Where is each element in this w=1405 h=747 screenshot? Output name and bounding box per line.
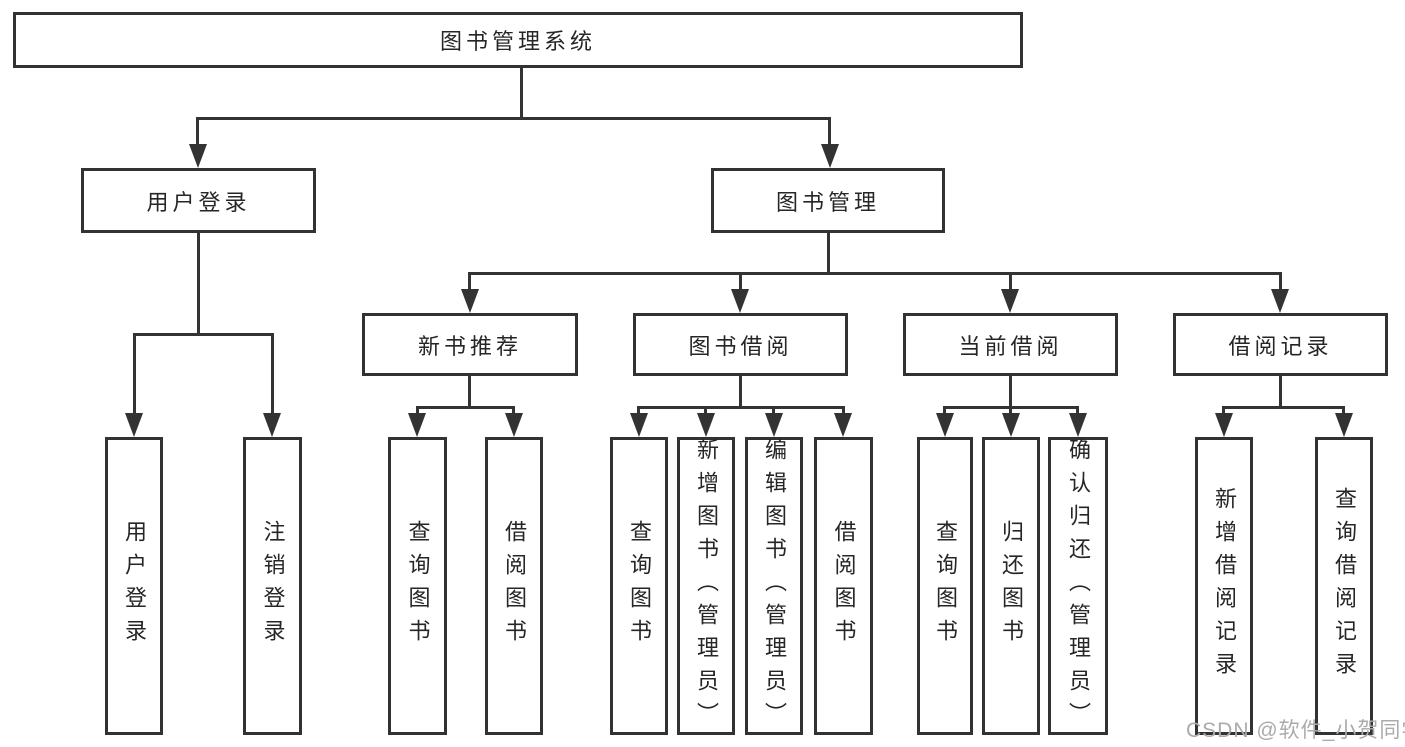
node-book-borrow-label: 图书借阅: [688, 333, 793, 359]
node-root-label: 图书管理系统: [439, 29, 596, 54]
connector-vline: [196, 117, 199, 146]
connector-vline: [704, 406, 707, 415]
arrowhead-down-icon: [1002, 413, 1020, 437]
node-new-book-recommend-label: 新书推荐: [417, 333, 522, 359]
connector-hline: [417, 406, 515, 409]
connector-vline: [1342, 406, 1345, 415]
node-borrow-record: 借阅记录: [1173, 313, 1388, 376]
connector-hline: [133, 333, 274, 336]
arrowhead-down-icon: [408, 413, 426, 437]
node-user-login: 用户登录: [81, 168, 316, 233]
arrowhead-down-icon: [1001, 289, 1019, 313]
arrowhead-down-icon: [505, 413, 523, 437]
leaf-user-login-label: 用户登录: [122, 520, 147, 652]
node-book-borrow: 图书借阅: [633, 313, 848, 376]
connector-vline: [271, 333, 274, 414]
connector-vline: [739, 376, 742, 408]
leaf-confirm-return-admin: 确认归还（管理员）: [1048, 437, 1108, 735]
leaf-return-book: 归还图书: [982, 437, 1040, 735]
connector-hline: [639, 406, 845, 409]
connector-vline: [468, 376, 471, 408]
connector-vline: [1009, 406, 1012, 415]
leaf-confirm-return-admin-label: 确认归还（管理员）: [1066, 437, 1091, 735]
leaf-edit-book-admin: 编辑图书（管理员）: [745, 437, 803, 735]
connector-vline: [827, 233, 830, 274]
arrowhead-down-icon: [1069, 413, 1087, 437]
node-user-login-label: 用户登录: [146, 189, 251, 215]
leaf-add-book-admin: 新增图书（管理员）: [677, 437, 735, 735]
leaf-recommend-borrow-book: 借阅图书: [485, 437, 543, 735]
arrowhead-down-icon: [1335, 413, 1353, 437]
connector-vline: [1279, 376, 1282, 408]
leaf-logout-label: 注销登录: [260, 520, 286, 652]
arrowhead-down-icon: [834, 413, 852, 437]
connector-vline: [842, 406, 845, 415]
arrowhead-down-icon: [125, 413, 143, 437]
leaf-current-query-book-label: 查询图书: [933, 520, 958, 652]
leaf-logout: 注销登录: [243, 437, 302, 735]
node-root-system: 图书管理系统: [13, 12, 1023, 68]
csdn-watermark: CSDN @软件_小贺同学: [1186, 719, 1405, 742]
connector-vline: [637, 406, 640, 415]
connector-vline: [133, 333, 136, 414]
arrowhead-down-icon: [731, 289, 749, 313]
connector-vline: [828, 117, 831, 146]
leaf-add-borrow-record: 新增借阅记录: [1195, 437, 1253, 735]
arrowhead-down-icon: [1215, 413, 1233, 437]
connector-vline: [943, 406, 946, 415]
arrowhead-down-icon: [263, 413, 281, 437]
connector-hline: [469, 272, 1282, 275]
leaf-recommend-query-book-label: 查询图书: [405, 520, 431, 652]
leaf-current-query-book: 查询图书: [917, 437, 973, 735]
leaf-add-book-admin-label: 新增图书（管理员）: [694, 437, 719, 735]
connector-vline: [772, 406, 775, 415]
arrowhead-down-icon: [630, 413, 648, 437]
arrowhead-down-icon: [1271, 289, 1289, 313]
connector-vline: [1076, 406, 1079, 415]
leaf-borrow-query-book-label: 查询图书: [627, 520, 652, 652]
connector-vline: [1222, 406, 1225, 415]
node-book-management: 图书管理: [711, 168, 945, 233]
connector-vline: [1009, 272, 1012, 291]
leaf-return-book-label: 归还图书: [999, 520, 1024, 652]
node-book-management-label: 图书管理: [775, 189, 880, 215]
connector-vline: [468, 272, 471, 291]
connector-vline: [512, 406, 515, 415]
arrowhead-down-icon: [765, 413, 783, 437]
connector-vline: [520, 68, 523, 118]
leaf-user-login: 用户登录: [105, 437, 163, 735]
connector-hline: [1224, 406, 1345, 409]
node-new-book-recommend: 新书推荐: [362, 313, 578, 376]
leaf-recommend-query-book: 查询图书: [388, 437, 447, 735]
arrowhead-down-icon: [821, 144, 839, 168]
connector-vline: [416, 406, 419, 415]
leaf-borrow-book-label: 借阅图书: [831, 520, 857, 652]
connector-hline: [945, 406, 1079, 409]
connector-vline: [739, 272, 742, 291]
leaf-borrow-query-book: 查询图书: [610, 437, 668, 735]
leaf-recommend-borrow-book-label: 借阅图书: [502, 520, 527, 652]
arrowhead-down-icon: [697, 413, 715, 437]
leaf-edit-book-admin-label: 编辑图书（管理员）: [762, 437, 787, 735]
leaf-query-borrow-record-label: 查询借阅记录: [1332, 487, 1357, 685]
node-current-borrow-label: 当前借阅: [958, 333, 1063, 359]
connector-vline: [1279, 272, 1282, 291]
leaf-borrow-book: 借阅图书: [814, 437, 873, 735]
leaf-query-borrow-record: 查询借阅记录: [1315, 437, 1373, 735]
arrowhead-down-icon: [936, 413, 954, 437]
connector-vline: [1009, 376, 1012, 408]
arrowhead-down-icon: [461, 289, 479, 313]
arrowhead-down-icon: [189, 144, 207, 168]
node-current-borrow: 当前借阅: [903, 313, 1118, 376]
leaf-add-borrow-record-label: 新增借阅记录: [1212, 487, 1237, 685]
connector-vline: [197, 233, 200, 336]
connector-hline: [196, 117, 831, 120]
node-borrow-record-label: 借阅记录: [1228, 333, 1333, 359]
